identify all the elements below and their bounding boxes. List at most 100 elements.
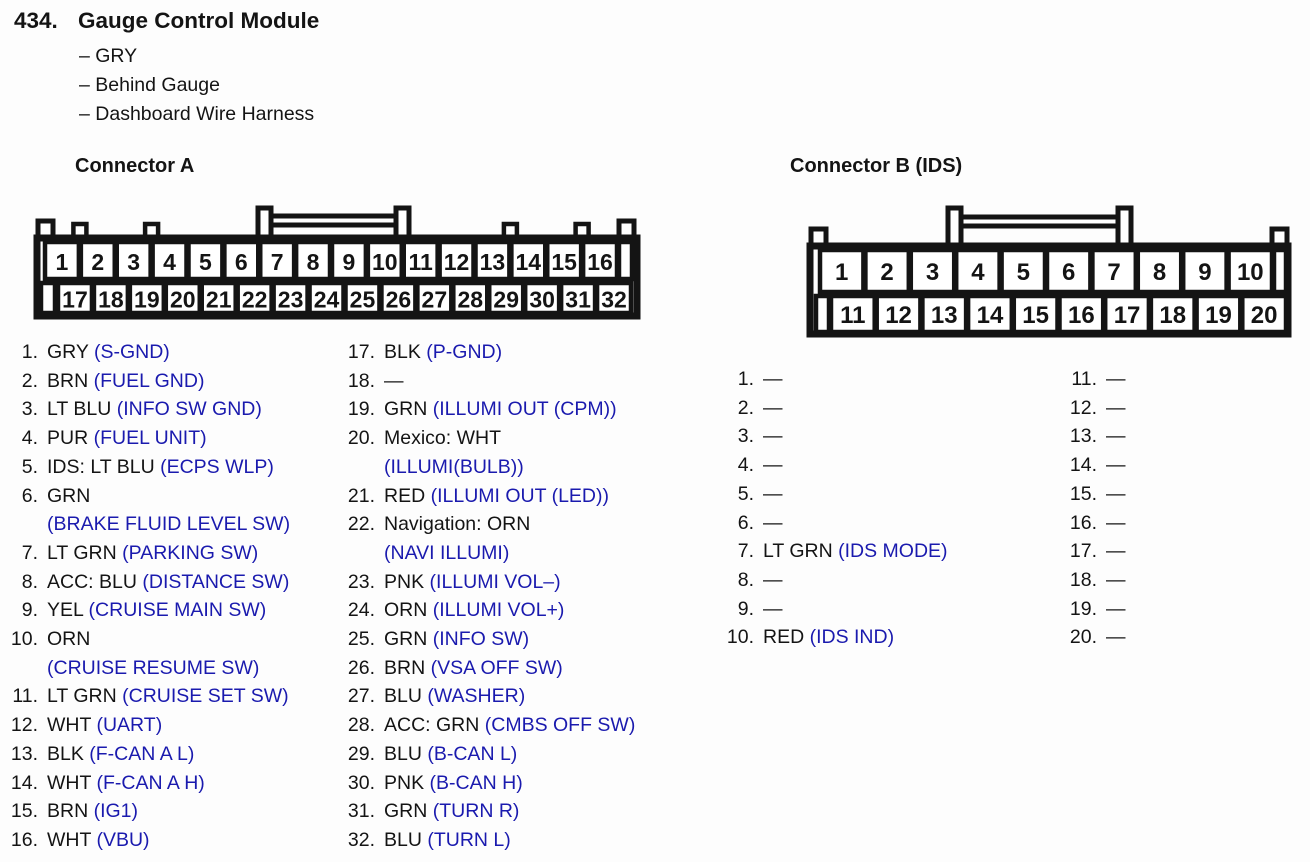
- pin-cavity-number: 32: [601, 287, 627, 313]
- module-detail: – GRY: [79, 45, 138, 67]
- wire-color: Navigation: ORN: [384, 513, 531, 536]
- pin-number: 16.: [1069, 511, 1097, 534]
- pin-function: (ILLUMI(BULB)): [384, 455, 524, 478]
- pin-description: GRN (ILLUMI OUT (CPM)): [384, 395, 617, 424]
- wire-color: —: [1106, 396, 1126, 419]
- pin-number: 13.: [10, 742, 38, 765]
- wire-color: LT GRN: [47, 685, 117, 708]
- pin-number: 12.: [1069, 396, 1097, 419]
- pin-description: LT GRN (CRUISE SET SW): [47, 682, 289, 711]
- pin-number: 6.: [21, 484, 38, 507]
- pin-row: 15.BRN (IG1): [0, 797, 290, 826]
- wire-color: RED: [384, 484, 426, 507]
- connector-a-heading: Connector A: [75, 155, 195, 177]
- pin-description: WHT (VBU): [47, 826, 150, 855]
- pin-number: 28.: [347, 714, 375, 737]
- pin-row: 17.—: [1053, 537, 1126, 566]
- wire-color: GRN: [384, 800, 428, 823]
- wire-color: BLU: [384, 828, 422, 851]
- pin-function: (BRAKE FLUID LEVEL SW): [47, 513, 291, 536]
- wire-color: —: [763, 511, 783, 534]
- pin-function: (ILLUMI VOL–): [424, 570, 561, 593]
- pin-number: 15.: [1069, 482, 1097, 505]
- pin-function: (PARKING SW): [116, 541, 259, 564]
- pin-cavity-number: 4: [163, 249, 176, 275]
- pin-row: 10.ORN(CRUISE RESUME SW): [0, 625, 290, 682]
- pin-cavity-number: 6: [1062, 259, 1075, 286]
- connector-b-pin-list-col2: 11.—12.—13.—14.—15.—16.—17.—18.—19.—20.—: [1053, 365, 1126, 652]
- pin-cavity-number: 6: [235, 249, 248, 275]
- pin-number: 4.: [737, 454, 754, 477]
- pin-description: IDS: LT BLU (ECPS WLP): [47, 453, 274, 482]
- pin-cavity-number: 15: [1022, 302, 1049, 329]
- pin-function: (WASHER): [421, 685, 526, 708]
- pin-description: —: [1106, 422, 1126, 451]
- pin-row: 9.YEL (CRUISE MAIN SW): [0, 596, 290, 625]
- pin-number: 6.: [737, 511, 754, 534]
- pin-cavity-number: 29: [493, 287, 519, 313]
- section-number: 434.: [14, 8, 58, 33]
- pin-number: 11.: [12, 685, 38, 708]
- pin-row: 6. GRN(BRAKE FLUID LEVEL SW): [0, 482, 290, 539]
- pin-cavity-number: 3: [127, 249, 140, 275]
- pin-cavity-number: 18: [98, 287, 124, 313]
- pin-function: (TURN R): [427, 800, 520, 823]
- pin-number: 8.: [21, 570, 38, 593]
- pin-row: 22.Navigation: ORN(NAVI ILLUMI): [337, 510, 635, 567]
- pin-row: 19.GRN (ILLUMI OUT (CPM)): [337, 395, 635, 424]
- pin-cavity-number: 22: [242, 287, 268, 313]
- pin-cavity-number: 17: [62, 287, 88, 313]
- pin-row: 15. —: [1053, 480, 1126, 509]
- pin-number: 3.: [737, 425, 754, 448]
- pin-number: 14.: [1069, 454, 1097, 477]
- pin-description: BRN (FUEL GND): [47, 367, 204, 396]
- pin-description: BRN (VSA OFF SW): [384, 654, 563, 683]
- pin-description: GRN(BRAKE FLUID LEVEL SW): [47, 482, 290, 539]
- pin-row: 14.—: [1053, 451, 1126, 480]
- pin-description: RED (IDS IND): [763, 623, 894, 652]
- pin-number: 26.: [347, 656, 375, 679]
- pin-row: 18.—: [337, 367, 635, 396]
- pin-description: —: [1106, 394, 1126, 423]
- pin-number: 17.: [347, 341, 375, 363]
- pin-description: BLU (WASHER): [384, 682, 525, 711]
- pin-description: BLU (B-CAN L): [384, 740, 517, 769]
- pin-cavity-number: 30: [529, 287, 555, 313]
- wire-color: —: [763, 568, 783, 591]
- pin-description: RED (ILLUMI OUT (LED)): [384, 482, 609, 511]
- connector-a-pin-list-col1: 1.GRY (S-GND)2.BRN (FUEL GND)3.LT BLU (I…: [0, 338, 290, 855]
- pin-row: 2.—: [710, 394, 948, 423]
- pin-row: 14.WHT (F-CAN A H): [0, 769, 290, 798]
- connector-b-pin-list-col1: 1.—2.—3.—4.—5.—6.—7.LT GRN (IDS MODE)8.—…: [710, 365, 948, 652]
- pin-row: 32.BLU (TURN L): [337, 826, 635, 855]
- wire-color: —: [384, 369, 404, 392]
- pin-cavity-number: 4: [971, 259, 985, 286]
- module-detail: – Dashboard Wire Harness: [79, 102, 315, 125]
- wire-color: IDS: LT BLU: [47, 455, 155, 478]
- pin-cavity-number: 17: [1114, 302, 1141, 329]
- pin-description: —: [384, 367, 404, 396]
- pin-description: ORN (ILLUMI VOL+): [384, 596, 564, 625]
- wire-color: —: [1106, 482, 1126, 505]
- pin-cavity-number: 2: [880, 259, 893, 286]
- pin-description: LT GRN (PARKING SW): [47, 539, 258, 568]
- pin-number: 12.: [10, 714, 38, 737]
- pin-number: 20.: [347, 427, 375, 450]
- pin-description: Navigation: ORN(NAVI ILLUMI): [384, 510, 530, 567]
- pin-description: ORN(CRUISE RESUME SW): [47, 625, 259, 682]
- pin-cavity-number: 2: [91, 249, 104, 275]
- wire-color: GRY: [47, 341, 89, 363]
- pin-row: 10.RED (IDS IND): [710, 623, 948, 652]
- pin-description: —: [1106, 566, 1126, 595]
- pin-cavity-number: 12: [444, 249, 470, 275]
- pin-row: 17.BLK (P-GND): [337, 338, 635, 367]
- pin-row: 25.GRN (INFO SW): [337, 625, 635, 654]
- pin-number: 20.: [1069, 626, 1097, 649]
- wire-color: —: [1106, 511, 1126, 534]
- wire-color: LT GRN: [763, 540, 833, 563]
- pin-cavity-number: 5: [199, 249, 212, 275]
- wire-color: GRN: [384, 628, 428, 651]
- pin-number: 1.: [737, 368, 754, 390]
